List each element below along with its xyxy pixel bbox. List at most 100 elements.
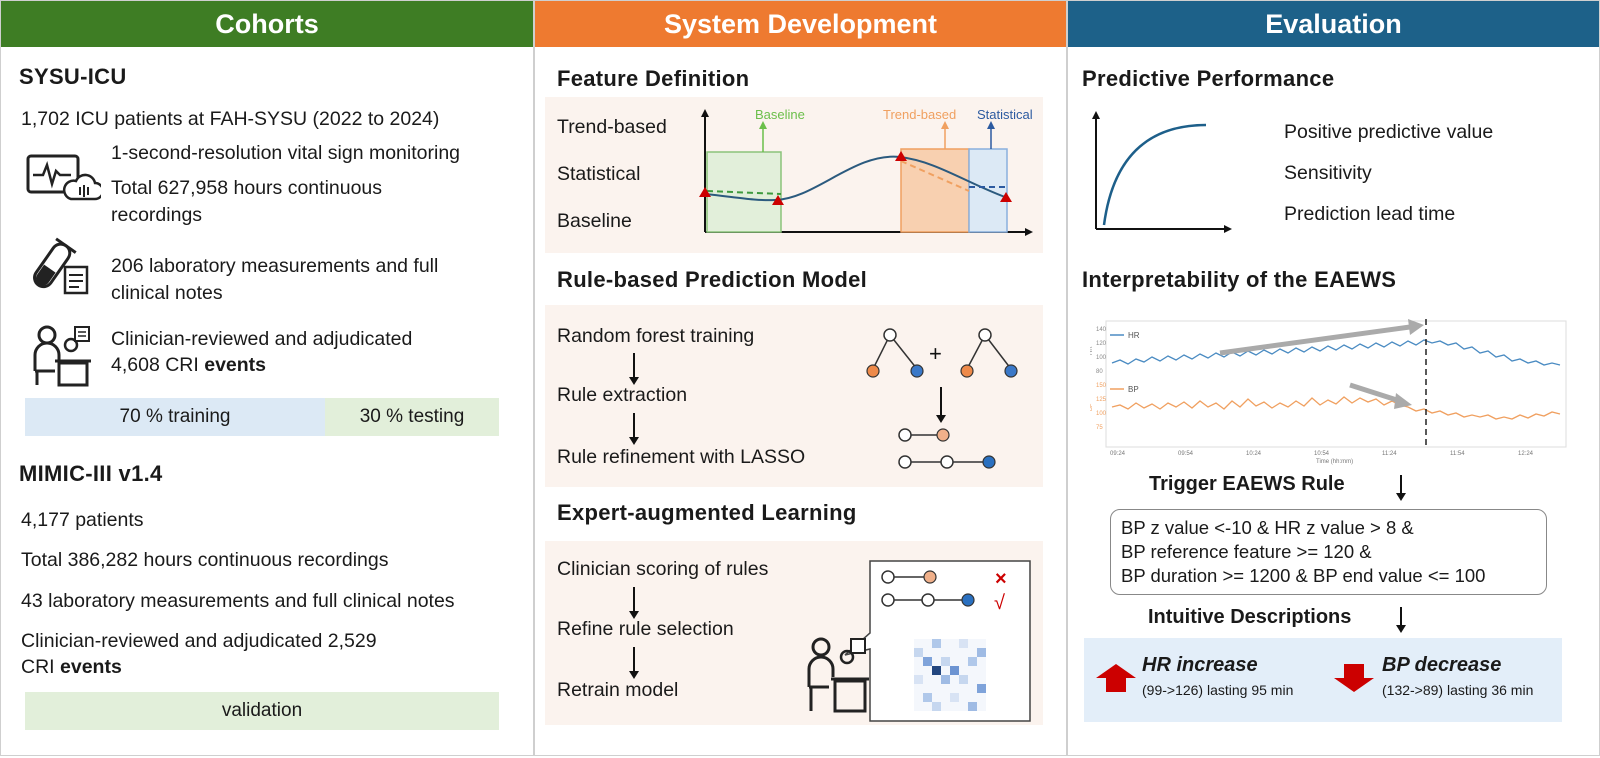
bp-legend: BP: [1128, 385, 1139, 394]
bp-decrease-detail: (132->89) lasting 36 min: [1382, 682, 1534, 698]
mimic-patients: 4,177 patients: [21, 509, 144, 531]
xtick-1: 09:24: [1110, 451, 1126, 457]
rule-step-3: Rule refinement with LASSO: [557, 446, 806, 468]
system-column: System Development Feature Definition Tr…: [534, 0, 1067, 756]
validation-bar: validation: [25, 692, 499, 730]
rule-step-2: Rule extraction: [557, 384, 688, 406]
bp-decrease-title: BP decrease: [1382, 654, 1502, 676]
rule-line-1: BP z value <-10 & HR z value > 8 &: [1121, 517, 1414, 538]
intuitive-title: Intuitive Descriptions: [1148, 606, 1352, 628]
metric-lead-time: Prediction lead time: [1284, 203, 1456, 225]
vital-line-2: Total 627,958 hours continuous: [111, 177, 383, 199]
rule-line-3: BP duration >= 1200 & BP end value <= 10…: [1121, 565, 1486, 586]
mimic-cri: CRI: [21, 656, 60, 678]
hr-ytick-140: 140: [1096, 327, 1107, 333]
expert-panel: Clinician scoring of rules Refine rule s…: [545, 541, 1043, 725]
decision-trees-graphic: +: [866, 328, 1018, 469]
mimic-title: MIMIC-III v1.4: [19, 461, 163, 486]
trigger-rule-box: BP z value <-10 & HR z value > 8 & BP re…: [1110, 509, 1547, 595]
clin-line-2: 4,608 CRI events: [111, 354, 266, 377]
xtick-4: 10:54: [1314, 451, 1330, 457]
system-header: System Development: [535, 1, 1066, 47]
hr-ytick-100: 100: [1096, 355, 1107, 361]
heatmap-grid: [914, 639, 986, 711]
cohorts-header: Cohorts: [1, 1, 533, 47]
plus-sign: +: [929, 341, 942, 366]
feature-title: Feature Definition: [557, 66, 750, 91]
cohorts-column: Cohorts SYSU-ICU 1,702 ICU patients at F…: [0, 0, 534, 756]
feature-panel: Trend-based Statistical Baseline B: [545, 97, 1043, 253]
bp-series-line: [1111, 396, 1561, 420]
mimic-hours: Total 386,282 hours continuous recording…: [21, 549, 389, 571]
evaluation-column: Evaluation Predictive Performance Positi…: [1067, 0, 1600, 756]
clin-events: events: [204, 354, 267, 376]
bp-ytick-100: 100: [1096, 411, 1107, 417]
cross-mark: ×: [995, 568, 1007, 590]
down-arrow-trigger: [1396, 475, 1406, 501]
testing-split-bar: 30 % testing: [325, 398, 499, 436]
down-arrow-intuitive: [1396, 607, 1406, 633]
bp-ylabel: BP: [1090, 403, 1094, 411]
metric-ppv: Positive predictive value: [1284, 121, 1494, 143]
intuitive-panel: HR increase (99->126) lasting 95 min BP …: [1084, 638, 1562, 722]
xtick-5: 11:24: [1382, 451, 1397, 457]
hr-ytick-80: 80: [1096, 369, 1103, 375]
chart-label-statistical: Statistical: [977, 107, 1033, 122]
lab-line-2: clinical notes: [111, 282, 223, 304]
mimic-lab: 43 laboratory measurements and full clin…: [21, 590, 455, 612]
xtick-7: 12:24: [1518, 451, 1534, 457]
test-tube-icon: [33, 237, 89, 295]
expert-review-graphic: × √: [844, 560, 1031, 722]
feature-label-trend: Trend-based: [557, 116, 667, 138]
rule-line-2: BP reference feature >= 120 &: [1121, 541, 1372, 562]
hr-increase-title: HR increase: [1142, 654, 1258, 676]
xtick-2: 09:54: [1178, 451, 1194, 457]
down-arrow-1: [629, 353, 639, 385]
rule-panel: Random forest training Rule extraction R…: [545, 305, 1043, 487]
arrow-up-icon: [1096, 664, 1136, 692]
interp-title: Interpretability of the EAEWS: [1082, 267, 1397, 292]
clinician-review-icon: [807, 637, 869, 713]
hr-increase-detail: (99->126) lasting 95 min: [1142, 682, 1294, 698]
bp-ytick-75: 75: [1096, 425, 1103, 431]
bp-ytick-125: 125: [1096, 397, 1107, 403]
expert-title: Expert-augmented Learning: [557, 500, 857, 525]
chart-label-trend: Trend-based: [883, 107, 956, 122]
monitor-cloud-icon: [26, 154, 101, 201]
hr-ytick-120: 120: [1096, 341, 1107, 347]
clin-line-1: Clinician-reviewed and adjudicated: [111, 328, 413, 350]
sysu-title: SYSU-ICU: [19, 64, 127, 89]
hr-bp-timeseries-chart: HR BP 140 120 100 80 150 125 100 75 HR B…: [1090, 319, 1567, 465]
mimic-events: events: [60, 656, 122, 678]
check-mark: √: [994, 592, 1005, 614]
clin-count: 4,608 CRI: [111, 354, 205, 376]
xtick-6: 11:54: [1450, 451, 1465, 457]
expert-step-1: Clinician scoring of rules: [557, 558, 769, 580]
hr-series-line: [1111, 339, 1561, 366]
rule-title: Rule-based Prediction Model: [557, 267, 868, 292]
metric-sensitivity: Sensitivity: [1284, 162, 1372, 184]
vital-line-3: recordings: [111, 204, 203, 226]
bp-ytick-150: 150: [1096, 383, 1107, 389]
chart-label-baseline: Baseline: [755, 107, 805, 122]
expert-step-3: Retrain model: [557, 679, 679, 701]
training-split-bar: 70 % training: [25, 398, 325, 436]
feature-chart: Baseline Trend-based Statistical: [699, 107, 1033, 236]
predictive-title: Predictive Performance: [1082, 66, 1335, 91]
arrow-down-icon: [1334, 664, 1374, 692]
down-arrow-2: [629, 413, 639, 445]
trigger-title: Trigger EAEWS Rule: [1149, 473, 1345, 495]
mimic-clin-1: Clinician-reviewed and adjudicated 2,529: [21, 630, 377, 652]
lab-line-1: 206 laboratory measurements and full: [111, 255, 439, 277]
vital-line-1: 1-second-resolution vital sign monitorin…: [111, 142, 461, 164]
xtick-3: 10:24: [1246, 451, 1262, 457]
down-arrow-3: [629, 587, 639, 619]
feature-label-baseline: Baseline: [557, 210, 632, 232]
expert-step-2: Refine rule selection: [557, 618, 734, 640]
evaluation-header: Evaluation: [1068, 1, 1599, 47]
sysu-patients: 1,702 ICU patients at FAH-SYSU (2022 to …: [21, 108, 440, 130]
feature-label-statistical: Statistical: [557, 163, 641, 185]
performance-curve: [1092, 111, 1232, 233]
down-arrow-4: [629, 647, 639, 679]
rule-step-1: Random forest training: [557, 325, 755, 347]
